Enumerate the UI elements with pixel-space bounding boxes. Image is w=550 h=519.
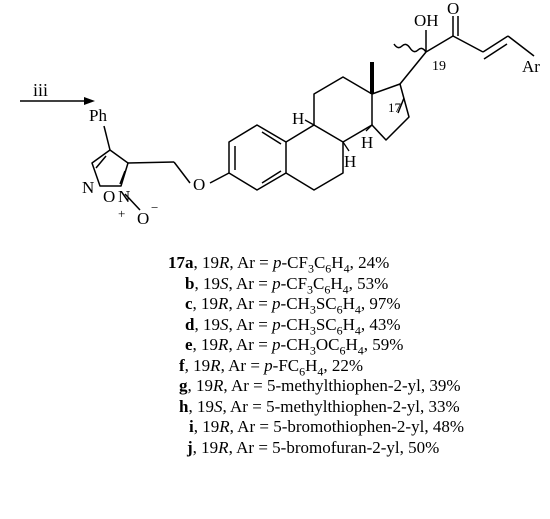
compound-config: 19S [202, 273, 229, 293]
compound-label: b [185, 273, 195, 293]
compound-config: 19S [202, 314, 229, 334]
compound-yield: 22% [331, 355, 364, 375]
compound-row: g, 19R, Ar = 5-methylthiophen-2-yl, 39% [179, 376, 461, 395]
compound-row: i, 19R, Ar = 5-bromothiophen-2-yl, 48% [189, 417, 464, 436]
compound-yield: 43% [369, 314, 401, 334]
compound-label: d [185, 314, 195, 334]
compound-label: e [185, 335, 193, 354]
locant-17: 17 [388, 100, 402, 115]
compound-ar: 5-bromofuran-2-yl [272, 437, 400, 457]
compound-config: 19R [202, 417, 230, 436]
compound-ar: p-CH3OC6H4 [272, 335, 364, 358]
atom-o-ketone: O [447, 0, 459, 18]
atom-oh: OH [414, 11, 439, 30]
compound-ar: 5-bromothiophen-2-yl [273, 417, 425, 436]
compound-config: 19R [201, 294, 229, 313]
compound-yield: 59% [372, 335, 404, 354]
charge-minus: − [151, 200, 158, 215]
compound-label: 17a [168, 253, 194, 272]
atom-o-ether: O [193, 175, 205, 194]
compound-label: h [179, 396, 189, 416]
atom-n-oxide: N [118, 187, 130, 206]
atom-o-minus: O [137, 209, 149, 228]
compound-label: f [179, 355, 185, 375]
compound-row: j, 19R, Ar = 5-bromofuran-2-yl, 50% [187, 437, 440, 457]
steroid-core [91, 16, 535, 211]
compound-config: 19R [193, 355, 221, 375]
compound-label: i [189, 417, 194, 436]
compound-row: b, 19S, Ar = p-CF3C6H4, 53% [185, 273, 389, 296]
reaction-arrow [20, 97, 95, 105]
compound-ar: p-CF3C6H4 [272, 273, 349, 296]
compound-row: 17a, 19R, Ar = p-CF3C6H4, 24% [168, 253, 390, 276]
compound-yield: 50% [408, 437, 440, 457]
compound-ar: 5-methylthiophen-2-yl [266, 396, 420, 416]
compound-config: 19R [201, 437, 229, 457]
compound-config: 19R [201, 335, 229, 354]
atom-o-ring: O [103, 187, 115, 206]
atom-n-left: N [82, 178, 94, 197]
compound-row: c, 19R, Ar = p-CH3SC6H4, 97% [185, 294, 401, 317]
stereo-bonds [304, 119, 373, 152]
compound-label: c [185, 294, 193, 313]
compound-yield: 53% [357, 273, 389, 293]
atom-ph: Ph [89, 106, 107, 125]
compound-ar: p-CH3SC6H4 [272, 314, 361, 337]
locant-19: 19 [432, 59, 446, 74]
compound-label: j [187, 437, 193, 457]
compound-ar: p-FC6H4 [264, 355, 324, 378]
atom-h-b: H [344, 152, 356, 171]
charge-plus: + [118, 206, 125, 221]
compound-row: f, 19R, Ar = p-FC6H4, 22% [179, 355, 364, 378]
atom-h-c: H [361, 133, 373, 152]
compound-yield: 48% [432, 417, 464, 436]
compound-ar: p-CF3C6H4 [272, 253, 350, 276]
compound-row: h, 19S, Ar = 5-methylthiophen-2-yl, 33% [179, 396, 460, 416]
compound-yield: 97% [369, 294, 401, 313]
compound-yield: 33% [428, 396, 460, 416]
compound-row: e, 19R, Ar = p-CH3OC6H4, 59% [185, 335, 404, 358]
compound-label: g [179, 376, 188, 395]
compound-yield: 24% [358, 253, 390, 272]
atom-ar: Ar [522, 57, 540, 76]
compound-row: d, 19S, Ar = p-CH3SC6H4, 43% [185, 314, 401, 337]
reagent-label: iii [33, 80, 49, 100]
compound-ar: 5-methylthiophen-2-yl [266, 376, 421, 395]
compound-yield: 39% [429, 376, 461, 395]
compound-config: 19R [196, 376, 224, 395]
compound-ar: p-CH3SC6H4 [272, 294, 361, 317]
atom-h-a: H [292, 109, 304, 128]
compound-config: 19S [196, 396, 223, 416]
compound-config: 19R [202, 253, 230, 272]
